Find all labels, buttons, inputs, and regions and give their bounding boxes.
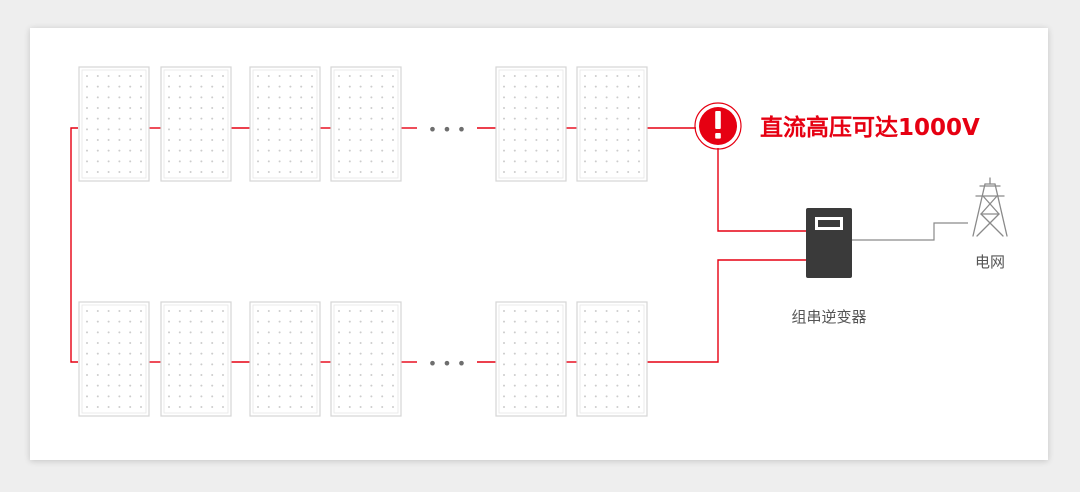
warning-text: 直流高压可达1000V (760, 114, 980, 141)
solar-panel (495, 301, 567, 417)
diagram-card: • • • • • • 直流高压可达1000V 组串逆变器 电网 (30, 28, 1048, 460)
solar-panel (330, 66, 402, 182)
solar-panel (160, 66, 232, 182)
wiring (70, 127, 806, 363)
wire-bottom-to-inverter (647, 259, 806, 363)
solar-panel (78, 66, 150, 182)
exclamation-icon (694, 102, 742, 150)
grid-label: 电网 (975, 253, 1005, 271)
string-link-wire (70, 127, 78, 363)
ellipsis-bottom: • • • (428, 354, 466, 373)
solar-panel (249, 66, 321, 182)
solar-panels (78, 66, 648, 417)
inverter-icon (806, 208, 852, 278)
solar-panel (160, 301, 232, 417)
inverter-label: 组串逆变器 (791, 308, 866, 326)
transmission-tower-icon (972, 177, 1008, 237)
solar-panel (249, 301, 321, 417)
solar-panel (576, 66, 648, 182)
grid-wire (852, 222, 968, 241)
wire-top-to-inverter (717, 148, 806, 232)
solar-panel (495, 66, 567, 182)
ellipsis-top: • • • (428, 120, 466, 139)
solar-panel (576, 301, 648, 417)
solar-panel (78, 301, 150, 417)
solar-panel (330, 301, 402, 417)
pv-string-diagram: • • • • • • 直流高压可达1000V 组串逆变器 电网 (70, 66, 1008, 417)
